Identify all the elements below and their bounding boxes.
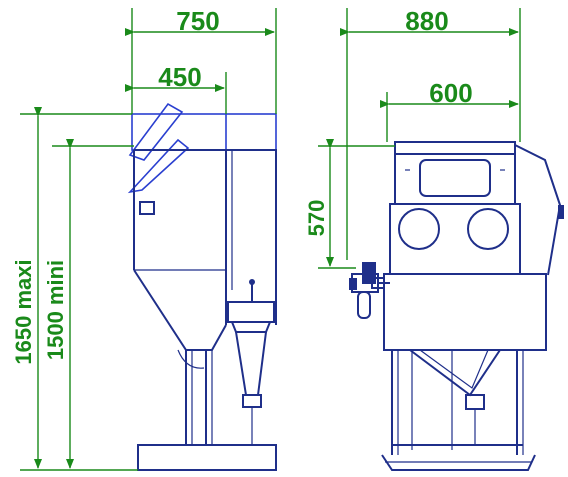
label-window-height: 570 (304, 200, 329, 237)
front-latch (558, 205, 564, 219)
front-glove-box (383, 203, 547, 351)
front-view (349, 141, 564, 471)
label-side-cabinet-depth: 450 (158, 62, 201, 92)
side-cabinet (133, 149, 277, 471)
label-side-overall-depth: 750 (176, 6, 219, 36)
front-stand (381, 349, 536, 471)
dimension-labels: 750 450 880 600 1650 maxi 1500 mini 570 (11, 6, 473, 365)
side-lid-open (127, 102, 277, 194)
glove-port-left (398, 208, 440, 250)
label-front-cabinet-width: 600 (429, 78, 472, 108)
label-height-min: 1500 mini (43, 260, 68, 360)
label-height-max: 1650 maxi (11, 259, 36, 364)
glove-port-right (467, 208, 509, 250)
label-front-overall-width: 880 (405, 6, 448, 36)
dimension-lines (20, 8, 521, 471)
side-view (127, 102, 277, 471)
front-air-regulator (349, 262, 390, 319)
front-window-housing (394, 141, 516, 205)
front-side-panel (514, 144, 562, 276)
